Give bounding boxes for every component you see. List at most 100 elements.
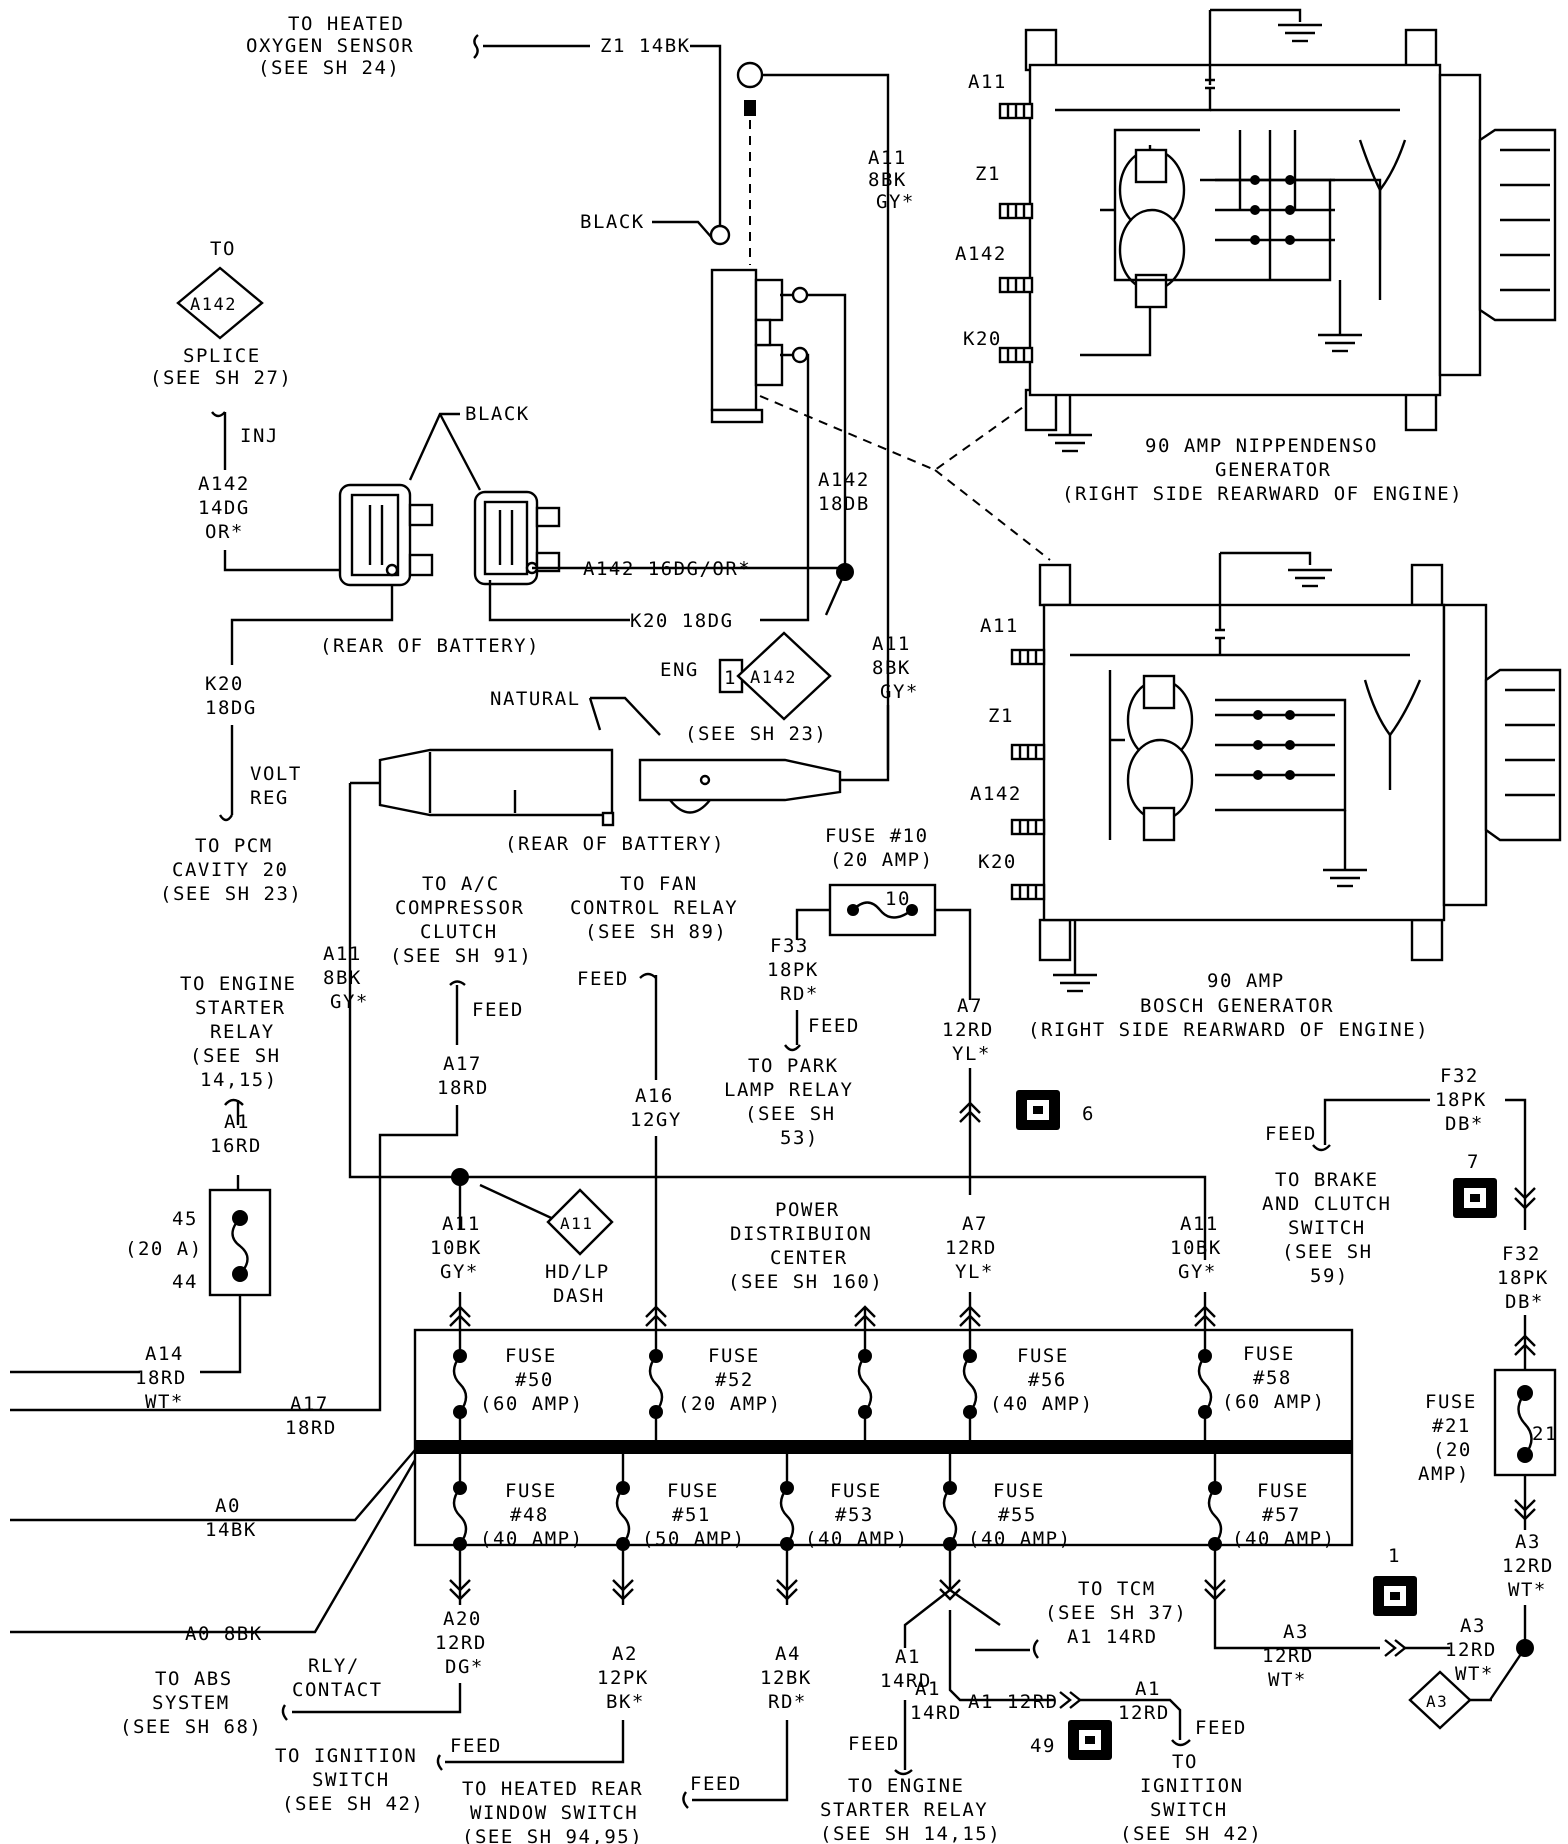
- diagram-label: A3: [1460, 1615, 1486, 1637]
- diagram-label: 12RD: [942, 1019, 994, 1041]
- diagram-label: A7: [962, 1213, 988, 1235]
- diagram-label: CLUTCH: [420, 921, 498, 943]
- eng-label: ENG: [660, 659, 699, 681]
- diagram-label: 12PK: [597, 1667, 649, 1689]
- diagram-label: #48: [510, 1504, 549, 1526]
- natural-arrow-left: [588, 697, 602, 731]
- natural-label: NATURAL: [490, 688, 581, 710]
- diagram-label: #58: [1253, 1367, 1292, 1389]
- a142-14dg-label: A142 14DG OR*: [198, 473, 250, 543]
- diagram-label: SWITCH: [1288, 1217, 1366, 1239]
- diagram-label: TO ENGINE: [180, 973, 296, 995]
- diagram-label: RD*: [780, 983, 819, 1005]
- diagram-label: 8BK: [323, 967, 362, 989]
- stud-bot-icon: [791, 346, 809, 364]
- heated-o2-label: TO HEATED OXYGEN SENSOR (SEE SH 24) Z1 1…: [246, 13, 691, 79]
- diagram-label: (RIGHT SIDE REARWARD OF ENGINE): [1062, 483, 1463, 505]
- a11-8bk-left-label: A11 8BK GY*: [323, 943, 369, 1013]
- splice-block: [710, 268, 758, 412]
- diagram-label: FUSE: [1425, 1391, 1477, 1413]
- diagram-label: #53: [835, 1504, 874, 1526]
- diagram-label: (40 AMP): [990, 1393, 1094, 1415]
- diagram-label: TO IGNITION: [275, 1745, 417, 1767]
- diagram-label: (SEE SH: [1282, 1241, 1373, 1263]
- diagram-label: (40 AMP): [968, 1528, 1072, 1550]
- diagram-label: #55: [998, 1504, 1037, 1526]
- a7-top-wire: [935, 908, 972, 1000]
- diagram-label: 1: [724, 667, 737, 689]
- black-arrow-1: [408, 412, 460, 481]
- fan-relay-label: TO FAN CONTROL RELAY (SEE SH 89) FEED A1…: [570, 873, 737, 1131]
- inj-label: INJ: [240, 425, 279, 447]
- a7-mid-label: A7 12RD YL*: [945, 1213, 995, 1283]
- f32-down: [1505, 1098, 1527, 1230]
- a0-14bk-wire: [10, 1449, 416, 1522]
- diagram-label: 14RD: [910, 1702, 962, 1724]
- diagram-label: #21: [1432, 1415, 1471, 1437]
- diagram-label: FUSE: [1017, 1345, 1069, 1367]
- diagram-label: 10BK: [430, 1237, 482, 1259]
- a11-mid-label: A11 8BK GY*: [872, 633, 917, 703]
- diagram-label: 12RD: [1502, 1555, 1554, 1577]
- a1-14rd-a-label: A1 14RD: [880, 1646, 932, 1692]
- diagram-label: (20 AMP): [830, 849, 934, 871]
- k20-18dg-label: K20 18DG: [630, 610, 734, 632]
- diagram-label: 18RD: [135, 1367, 187, 1389]
- diagram-label: F33: [770, 935, 809, 957]
- splice-tab-bot: [754, 343, 784, 387]
- diagram-label: FEED: [450, 1735, 502, 1757]
- diagram-label: A1: [895, 1646, 921, 1668]
- diagram-label: 12RD: [1262, 1645, 1314, 1667]
- diagram-label: FUSE: [1257, 1480, 1309, 1502]
- diagram-label: A142: [970, 783, 1022, 805]
- diagram-label: WT*: [1508, 1579, 1547, 1601]
- diagram-label: (SEE SH 68): [120, 1716, 262, 1738]
- diagram-label: DB*: [1505, 1291, 1544, 1313]
- diagram-label: OXYGEN SENSOR: [246, 35, 414, 57]
- diagram-label: YL*: [955, 1261, 994, 1283]
- diagram-label: #52: [715, 1369, 754, 1391]
- diagram-label: 18RD: [285, 1417, 337, 1439]
- diagram-label: 18DG: [205, 697, 257, 719]
- f32-feed-wire: [1323, 1098, 1430, 1145]
- diagram-label: (SEE SH 24): [258, 57, 400, 79]
- splice-see: (SEE SH 27): [150, 367, 292, 389]
- diagram-label: A3: [1283, 1621, 1309, 1643]
- a11-mid-wire: [840, 705, 890, 782]
- diagram-label: VOLT: [250, 763, 302, 785]
- splice-tab-top: [754, 278, 784, 322]
- a1-16rd-label: A1 16RD: [210, 1111, 260, 1157]
- a1-branch-left: [903, 1589, 951, 1648]
- diagram-label: FUSE: [505, 1345, 557, 1367]
- a11-bus: [460, 1175, 1207, 1240]
- diagram-label: (SEE SH 94,95): [462, 1826, 643, 1844]
- diagram-label: 10BK: [1170, 1237, 1222, 1259]
- z1-wire: [690, 44, 722, 230]
- diagram-label: A11: [968, 71, 1007, 93]
- a2-label: A2 12PK BK*: [597, 1643, 649, 1713]
- diagram-label: Z1 14BK: [600, 35, 691, 57]
- diagram-label: A142: [198, 473, 250, 495]
- abs-label: TO ABS SYSTEM (SEE SH 68): [120, 1668, 262, 1738]
- a142-14dg-wire: [223, 550, 395, 572]
- diagram-label: A2: [612, 1643, 638, 1665]
- diagram-label: 14RD: [880, 1670, 932, 1692]
- diagram-label: A11: [872, 633, 911, 655]
- splice-to: TO: [210, 238, 236, 260]
- diagram-label: A142: [750, 668, 797, 688]
- diagram-label: GY*: [330, 991, 369, 1013]
- diagram-label: (SEE SH 160): [728, 1271, 883, 1293]
- generator-nippendenso: A11 Z1 A142 K20 90 AMP NIPPENDENSO GENER…: [955, 8, 1557, 505]
- diagram-label: TO HEATED REAR: [462, 1778, 643, 1800]
- a14-label: A14 18RD WT*: [135, 1343, 187, 1413]
- diagram-label: (SEE SH 91): [390, 945, 532, 967]
- diagram-label: IGNITION: [1140, 1775, 1244, 1797]
- volt-reg-label: VOLT REG: [250, 763, 302, 809]
- wire-break-icon: [473, 34, 479, 59]
- a142-16dg-label: A142 16DG/OR*: [583, 558, 751, 580]
- diagram-label: TO PCM: [195, 835, 273, 857]
- a3-right-label: A3 12RD WT*: [1445, 1615, 1495, 1685]
- diagram-label: (40 AMP): [805, 1528, 909, 1550]
- power-distribution-center: [413, 1328, 1354, 1547]
